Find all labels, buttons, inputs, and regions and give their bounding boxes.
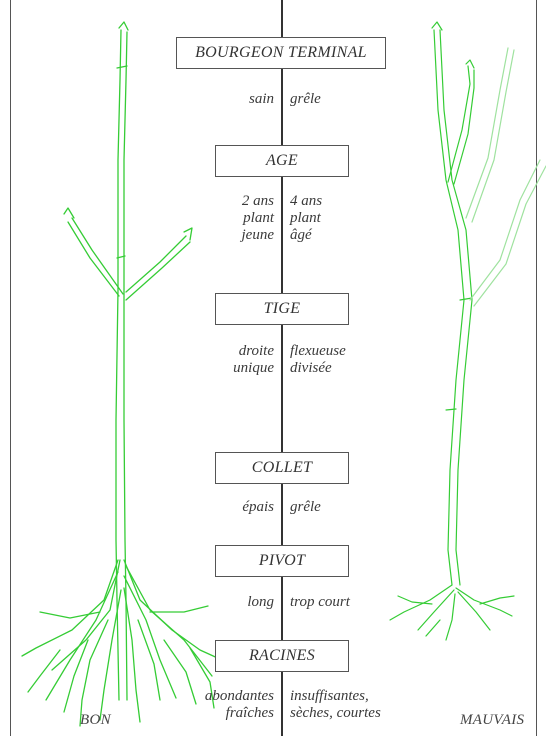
bad-branch-faded xyxy=(466,48,508,218)
bon-pivot: long xyxy=(190,594,274,611)
criterion-box-pivot: PIVOT xyxy=(215,545,349,577)
bon-racines: abondantes fraîches xyxy=(160,688,274,722)
mauvais-collet: grêle xyxy=(290,499,410,516)
mauvais-pivot: trop court xyxy=(290,594,410,611)
mauvais-tige: flexueuse divisée xyxy=(290,343,410,377)
criterion-box-racines: RACINES xyxy=(215,640,349,672)
verdict-good-label: BON xyxy=(80,712,111,729)
criterion-box-tige: TIGE xyxy=(215,293,349,325)
criterion-box-collet: COLLET xyxy=(215,452,349,484)
bon-bourgeon: sain xyxy=(190,91,274,108)
mauvais-age: 4 ans plant âgé xyxy=(290,193,410,244)
criterion-box-bourgeon: BOURGEON TERMINAL xyxy=(176,37,386,69)
mauvais-bourgeon: grêle xyxy=(290,91,410,108)
bon-tige: droite unique xyxy=(190,343,274,377)
bad-branch-faded xyxy=(470,160,540,300)
mauvais-racines: insuffisantes, sèches, courtes xyxy=(290,688,420,722)
bad-root xyxy=(456,588,512,616)
bon-collet: épais xyxy=(190,499,274,516)
verdict-bad-label: MAUVAIS xyxy=(460,712,524,729)
bon-age: 2 ans plant jeune xyxy=(190,193,274,244)
bad-stem xyxy=(434,30,464,585)
criterion-box-age: AGE xyxy=(215,145,349,177)
